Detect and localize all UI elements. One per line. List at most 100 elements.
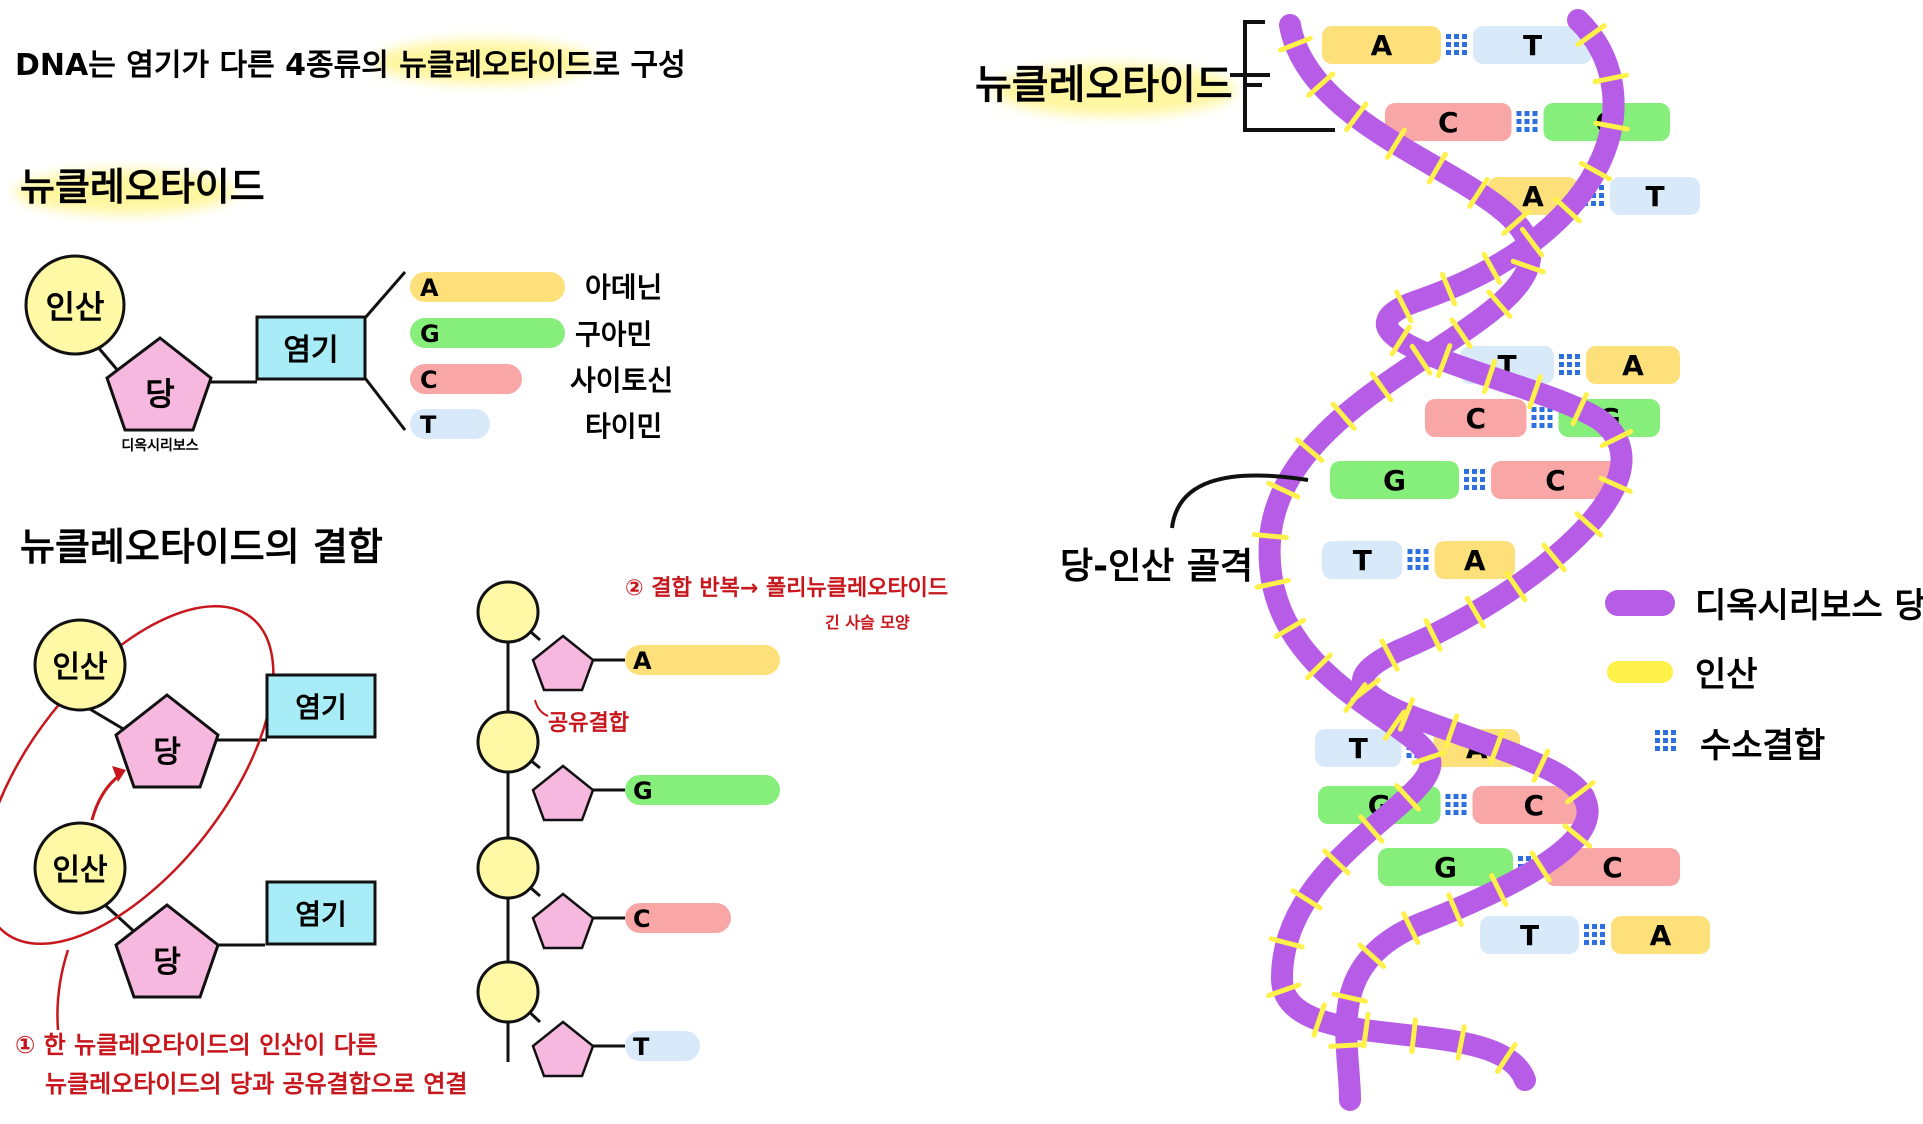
helix-base-left: [1322, 541, 1403, 579]
base-list: A 아데닌 G 구아민 C 사이토신 T 타이민: [410, 271, 673, 443]
phosphate-tick: [1306, 71, 1336, 98]
phosphate-tick: [1277, 35, 1313, 53]
sugar-pentagon-2: [114, 903, 220, 999]
phosphate-tick: [1328, 1042, 1366, 1049]
chain-base-letter: A: [633, 647, 652, 675]
phosphate-tick: [1489, 872, 1509, 907]
chain-base-bar-t: [625, 1031, 700, 1061]
note2-line1: ② 결합 반복→ 폴리뉴클레오타이드: [625, 575, 948, 601]
phosphate-ticks: [1251, 23, 1634, 1074]
phosphate-tick: [1501, 209, 1531, 236]
intro-text: DNA는 염기가 다른 4종류의 뉴클레오타이드로 구성: [15, 48, 686, 83]
phosphate-tick: [1443, 713, 1460, 749]
nucleotide-structure: 인산 당 디옥시리보스 염기: [24, 254, 407, 454]
sugar-label-2: 당: [153, 945, 181, 980]
helix-base-letter: G: [1434, 851, 1457, 884]
helix-base-right: [1610, 177, 1700, 215]
sugar-phosphate-strand-2: [1335, 9, 1633, 1111]
chain-base-bar-c: [625, 903, 731, 933]
base-name-a: 아데닌: [585, 271, 662, 304]
phosphate-label: 인산: [46, 288, 105, 326]
note2-line2: 긴 사슬 모양: [825, 613, 910, 632]
base-name-g: 구아민: [575, 318, 652, 351]
phosphate-tick: [1541, 542, 1567, 573]
base-bar-c: [410, 364, 522, 394]
phosphate-tick: [1266, 982, 1302, 999]
helix-base-letter: C: [1523, 789, 1544, 822]
chain-sugar: [531, 1020, 595, 1078]
chain-phosphate: [476, 710, 540, 774]
highlight-intro: [375, 40, 595, 84]
bond-arrow: [90, 773, 121, 821]
helix-base-letter: T: [1353, 544, 1372, 577]
phosphate-tick: [1361, 1011, 1371, 1049]
helix-base-left: [1480, 916, 1579, 954]
phosphate-tick: [1423, 618, 1443, 652]
phosphate-tick: [1446, 892, 1464, 927]
phosphate-tick: [1409, 1017, 1418, 1055]
sugar-pentagon-1: [114, 693, 220, 789]
phosphate-tick: [1531, 748, 1551, 783]
phosphate-tick: [1331, 991, 1368, 1004]
phosphate-tick: [1592, 72, 1629, 85]
phosphate-tick: [1578, 160, 1613, 182]
base-box-1: [265, 673, 377, 739]
sugar-label-1: 당: [153, 735, 181, 770]
helix-base-right: [1491, 461, 1620, 499]
phosphate-tick: [1266, 480, 1301, 500]
helix-base-letter: C: [1438, 106, 1459, 139]
branch-line: [363, 271, 407, 319]
note1-line2: 뉴클레오타이드의 당과 공유결합으로 연결: [45, 1070, 468, 1098]
helix-base-left: [1330, 461, 1459, 499]
base-bar-g: [410, 318, 565, 348]
helix-base-letter: A: [1622, 349, 1644, 382]
note-leader: [56, 949, 70, 1031]
bonding-diagram: 인산 당 염기 인산 당 염기 ① 한 뉴클레오타이드의 인산이 다른 뉴클레오…: [0, 604, 468, 1098]
phosphate-tick: [1510, 258, 1546, 275]
phosphate-tick: [1305, 652, 1333, 681]
phosphate-tick: [1593, 120, 1630, 132]
helix-base-letter: T: [1523, 29, 1542, 62]
helix-base-letter: T: [1520, 919, 1539, 952]
chain-base-letter: G: [633, 777, 653, 805]
phosphate-tick: [1439, 271, 1458, 307]
helix-base-left: [1385, 103, 1512, 141]
phosphate-tick: [1357, 942, 1387, 969]
phosphate-tick: [1553, 196, 1582, 224]
phosphate-tick: [1449, 317, 1473, 349]
helix-base-letter: A: [1371, 29, 1393, 62]
sugar-pentagon: [105, 336, 213, 432]
phosphate-tick: [1358, 814, 1385, 844]
phosphate-tick: [1409, 343, 1433, 376]
chain-phosphate: [476, 836, 540, 900]
chain-phosphate: [476, 580, 540, 644]
base-box: [255, 315, 367, 381]
phosphate-tick: [1254, 577, 1291, 590]
sugar-phosphate-strand-1: [1258, 14, 1542, 1091]
helix-base-left: [1315, 729, 1402, 767]
phosphate-tick: [1575, 23, 1607, 47]
backbone-pointer: [1170, 473, 1309, 529]
covalent-label: 공유결합: [548, 710, 629, 736]
helix-base-left: [1425, 399, 1527, 437]
phosphate-tick: [1495, 1042, 1518, 1074]
helix-base-right: [1434, 541, 1515, 579]
hydrogen-bond-dots: [1584, 924, 1605, 945]
phosphate-tick: [1369, 371, 1394, 403]
phosphate-tick: [1379, 638, 1400, 672]
phosphate-label-2: 인산: [52, 853, 108, 888]
phosphate-tick: [1574, 511, 1604, 538]
base-name-c: 사이토신: [570, 364, 673, 397]
base-bar-a: [410, 272, 565, 302]
base-letter-t: T: [420, 411, 437, 439]
bond-highlight-ellipse: [0, 604, 275, 946]
chain-base-letter: T: [633, 1033, 650, 1061]
phosphate-tick: [1464, 595, 1486, 629]
polynucleotide-chain: A G C T 공유결합 ② 결합 반복→ 폴리뉴클레오타이드 긴 사슬 모양: [476, 575, 948, 1078]
phosphate-tick: [1527, 374, 1543, 410]
phosphate-tick: [1488, 729, 1505, 765]
